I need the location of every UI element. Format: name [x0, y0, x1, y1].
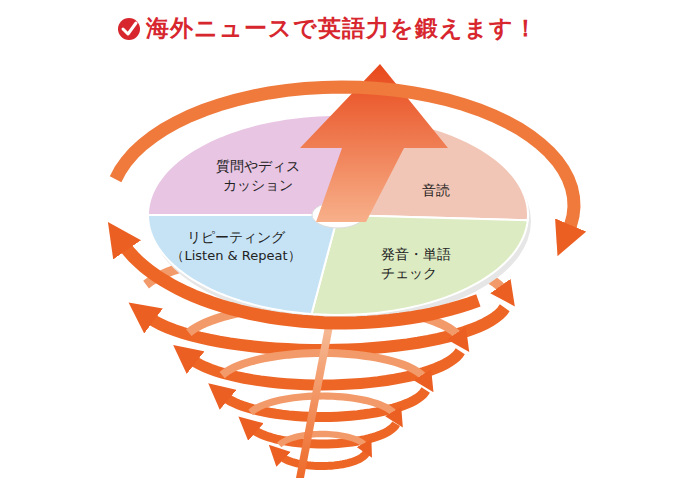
cycle-step: 発音・単語 チェック [381, 245, 455, 283]
step-label: 発音・単語 チェック [381, 245, 455, 283]
disc-segment [312, 215, 528, 315]
spiral-arrow [251, 396, 396, 416]
step-label: 質問やディスカッション [214, 157, 302, 195]
spiral-arrow [279, 434, 366, 447]
check-mark [123, 23, 136, 34]
disc-segment [148, 215, 338, 314]
page-title: 海外ニュースで英語力を鍛えます！ [146, 13, 538, 44]
spiral-arrow [279, 453, 366, 466]
step-label: 音読 [422, 181, 450, 200]
step-label: リピーティング [171, 228, 300, 247]
cycle-step: 質問やディスカッション [214, 157, 302, 195]
cycle-arrow [116, 87, 574, 234]
spiral-arrow [222, 390, 426, 417]
cycle-step: リピーティング（Listen & Repeat） [171, 228, 300, 264]
check-icon [118, 18, 140, 40]
step-label: （Listen & Repeat） [171, 247, 300, 265]
cycle-step: 音読 [422, 181, 450, 200]
cycle-arrow [121, 241, 478, 323]
